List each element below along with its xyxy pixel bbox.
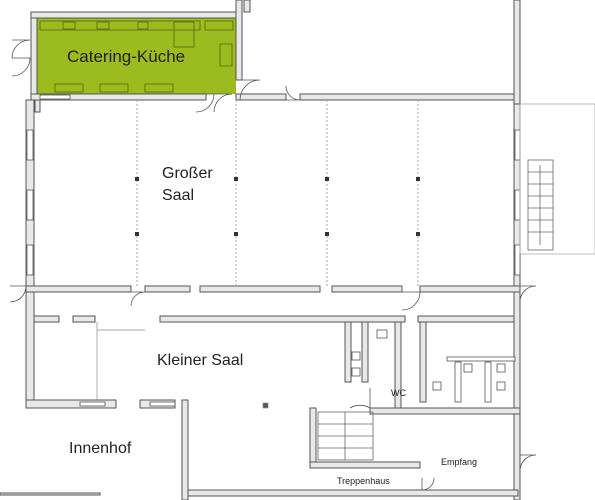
partition-lines <box>136 100 419 286</box>
wc-fixtures <box>351 329 516 403</box>
windows <box>26 94 521 407</box>
catering-kitchen-label: Catering-Küche <box>67 47 186 66</box>
treppenhaus-stair <box>317 411 374 461</box>
catering-kitchen-highlight <box>36 18 236 94</box>
reception-label: Empfang <box>441 457 478 467</box>
stairwell-label: Treppenhaus <box>337 476 390 486</box>
kleiner-saal-details <box>96 322 269 409</box>
courtyard-label: Innenhof <box>69 440 132 457</box>
exterior-stair <box>519 103 595 255</box>
doors <box>9 39 537 491</box>
kitchen-equipment <box>39 20 234 93</box>
partition-markers <box>135 177 420 236</box>
small-hall-label: Kleiner Saal <box>157 352 244 369</box>
wc-label: WC <box>391 388 406 398</box>
great-hall-label-line1: Großer <box>162 165 213 182</box>
great-hall-label-line2: Saal <box>162 187 195 204</box>
great-hall-label: Großer Saal <box>162 163 232 207</box>
